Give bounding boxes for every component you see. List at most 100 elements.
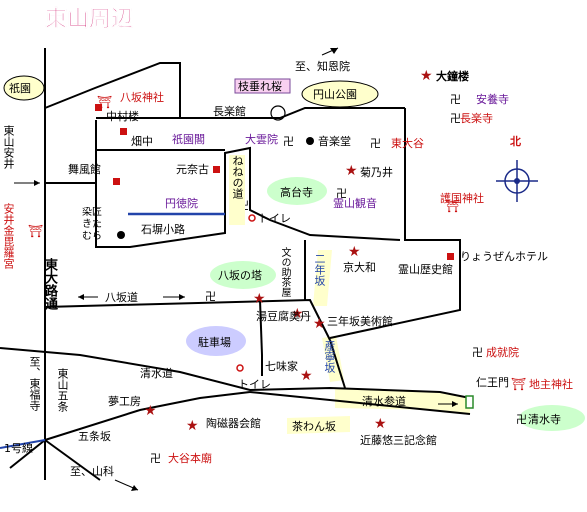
hatanaka-label: 畑中	[131, 135, 153, 148]
motonago-label: 元奈古	[176, 162, 209, 176]
kodaiji-label: 高台寺	[280, 185, 313, 199]
hatanaka-marker	[120, 128, 127, 135]
sanneizaka-label: 産寧坂	[323, 340, 336, 373]
nanami-star-icon: ★	[300, 368, 313, 384]
nanami-ya-label: 七味家	[265, 359, 298, 373]
east-road-line	[329, 108, 461, 339]
temple-icon: 卍	[283, 135, 294, 148]
temple-icon: 卍	[150, 452, 161, 465]
entokuin-label: 円徳院	[165, 196, 198, 210]
route1-label: 1号線	[4, 441, 33, 455]
yasaka-road-line	[44, 298, 331, 341]
toilet1-label: トイレ	[258, 212, 291, 225]
shidarezakura-label: 枝垂れ桜	[238, 79, 282, 93]
nene-no-michi-label: ねねの道	[229, 155, 245, 225]
jishu-shrine-label: 地主神社	[529, 377, 573, 391]
yasui-konpira-label: 安井金毘羅宮	[2, 203, 15, 269]
map-title: 東山周辺	[45, 7, 133, 32]
temple-icon: 卍	[336, 187, 347, 200]
anyoji-label: 安養寺	[476, 92, 509, 106]
ongakudo-dot	[306, 137, 314, 145]
shidarezakura-box	[234, 78, 291, 94]
motonago-marker	[213, 166, 220, 173]
gokoku-shrine-label: 護国神社	[440, 191, 484, 205]
chorakukan-label: 長楽館	[213, 104, 246, 118]
tofukuji-fo: 至、東福寺	[28, 356, 41, 411]
niomon-label: 仁王門	[476, 376, 509, 389]
butokan-marker	[113, 178, 120, 185]
nene-no-michi-fo: ねねの道	[229, 155, 245, 225]
daiunin-label: 大雲院	[245, 132, 278, 146]
toilet1-icon	[248, 214, 256, 222]
kodaiji-area	[267, 177, 327, 205]
yasaka-arrowhead-left	[78, 294, 84, 300]
kiyomizu-michi-label: 清水道	[140, 366, 173, 380]
kiyomizu-temple-label: 清水寺	[528, 413, 561, 426]
sannenzaka-museum-star-icon: ★	[313, 316, 326, 332]
jishu-gate-icon: ⛩	[511, 377, 526, 391]
ryozen-hotel-marker	[447, 253, 454, 260]
yasui-konpira-fo: 安井金毘羅宮	[2, 203, 15, 269]
daishoro-label: 大鐘楼	[436, 69, 469, 83]
kikunoi-label: 菊乃井	[360, 165, 393, 179]
kyo-yamato-star-icon: ★	[348, 244, 361, 260]
kondo-star-icon: ★	[374, 416, 387, 432]
to-chionin-label: 至、知恩院	[295, 59, 350, 73]
temple-icon: 卍	[205, 290, 216, 303]
to-tofukuji-label: 至、東福寺	[28, 356, 41, 411]
sando-arrowhead	[452, 401, 458, 407]
kiyomizu-sando-label: 清水参道	[362, 394, 406, 408]
yasaka-michi-label: 八坂道	[105, 290, 138, 304]
chawanzaka-label: 茶わん坂	[292, 420, 336, 433]
yasaka-tower-label: 八坂の塔	[218, 269, 262, 282]
nakamuraro-marker	[95, 104, 102, 111]
kyo-yamato-label: 京大和	[343, 260, 376, 274]
daishoro-star-icon: ★	[420, 68, 433, 84]
yasaka-tower-road	[259, 299, 263, 356]
kikunoi-star-icon: ★	[345, 163, 358, 179]
gojo-road-line	[44, 391, 251, 441]
central-road-line	[45, 146, 401, 248]
toilet2-icon	[236, 364, 244, 372]
gion-label: 祇園	[9, 82, 31, 95]
yasaka-tower-star-icon: ★	[253, 291, 266, 307]
yasui-gate-icon: ⛩	[28, 224, 43, 238]
lower-road-line	[44, 439, 101, 481]
okutan-star-icon: ★	[291, 306, 304, 322]
to-yamashina-label: 至、山科	[70, 464, 114, 478]
niomon-marker	[465, 395, 474, 409]
ishibe-koji-label: 石塀小路	[141, 223, 185, 236]
chawanzaka-strip	[287, 416, 350, 434]
higashioji-street-label: 東大路通	[42, 258, 57, 310]
chionin-arrowhead	[330, 48, 338, 54]
north-label: 北	[510, 134, 521, 148]
somesho-kitamura-label: 染匠きたむら	[82, 207, 102, 241]
higashi-otani-label: 東大谷	[391, 136, 424, 150]
kitamura-dot	[117, 231, 125, 239]
higashiyama-yasui-fo: 東山安井	[2, 125, 15, 169]
parking-area	[186, 326, 246, 356]
kitamura-fo: 染匠きたむら	[82, 207, 102, 241]
jojuin-label: 成就院	[486, 345, 519, 359]
higashiyama-yasui-label: 東山安井	[2, 125, 15, 169]
yasaka-tower-area	[210, 261, 276, 289]
higashioji-fo: 東大路通	[42, 258, 57, 310]
yamashina-arrowhead	[131, 485, 138, 491]
ryozen-hotel-label: りょうぜんホテル	[460, 250, 548, 263]
sannenzaka-museum-label: 三年坂美術館	[327, 314, 393, 328]
temple-icon: 卍	[450, 112, 461, 125]
yasaka-shrine-gate-icon: ⛩	[97, 95, 112, 109]
ryozen-museum-label: 霊山歴史館	[398, 262, 453, 276]
temple-icon: 卍	[472, 346, 483, 359]
yume-kobo-star-icon: ★	[144, 403, 157, 419]
toilet2-label: トイレ	[238, 378, 271, 391]
yasaka-shrine-label: 八坂神社	[120, 90, 164, 104]
ninenzaka-fo: 二年坂	[313, 253, 326, 286]
yume-kobo-label: 夢工房	[108, 395, 141, 408]
ryozen-kannon-label: 霊山観音	[333, 196, 377, 210]
parking-label: 駐車場	[198, 335, 231, 349]
temple-icon: 卍	[370, 137, 381, 150]
kiyomizu-temple-area	[519, 405, 585, 431]
sanneizaka-fo: 産寧坂	[323, 340, 336, 373]
bunnosuke-chaya-label: 文の助茶屋	[279, 247, 290, 297]
